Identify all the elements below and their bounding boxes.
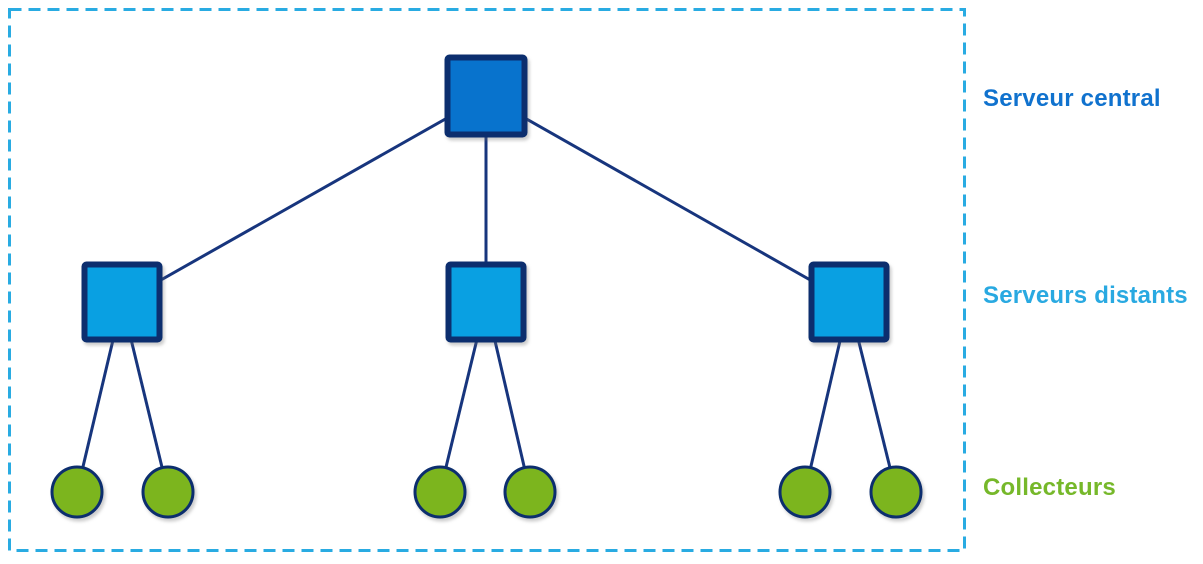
- label-collecteurs: Collecteurs: [983, 474, 1116, 501]
- remote-server-node-3: [808, 261, 890, 343]
- central-server-node: [444, 54, 528, 138]
- label-serveurs-distants: Serveurs distants: [983, 282, 1188, 309]
- collector-node-2: [141, 465, 195, 519]
- remote-server-node-2: [445, 261, 527, 343]
- collector-node-6: [869, 465, 923, 519]
- remote-server-node-1: [81, 261, 163, 343]
- dashed-frame: [8, 8, 966, 552]
- label-serveur-central: Serveur central: [983, 85, 1161, 112]
- edge-central-distant3: [485, 94, 850, 304]
- collector-node-1: [50, 465, 104, 519]
- edge-central-distant1: [121, 94, 487, 304]
- collector-node-4: [503, 465, 557, 519]
- collector-node-3: [413, 465, 467, 519]
- collector-node-5: [778, 465, 832, 519]
